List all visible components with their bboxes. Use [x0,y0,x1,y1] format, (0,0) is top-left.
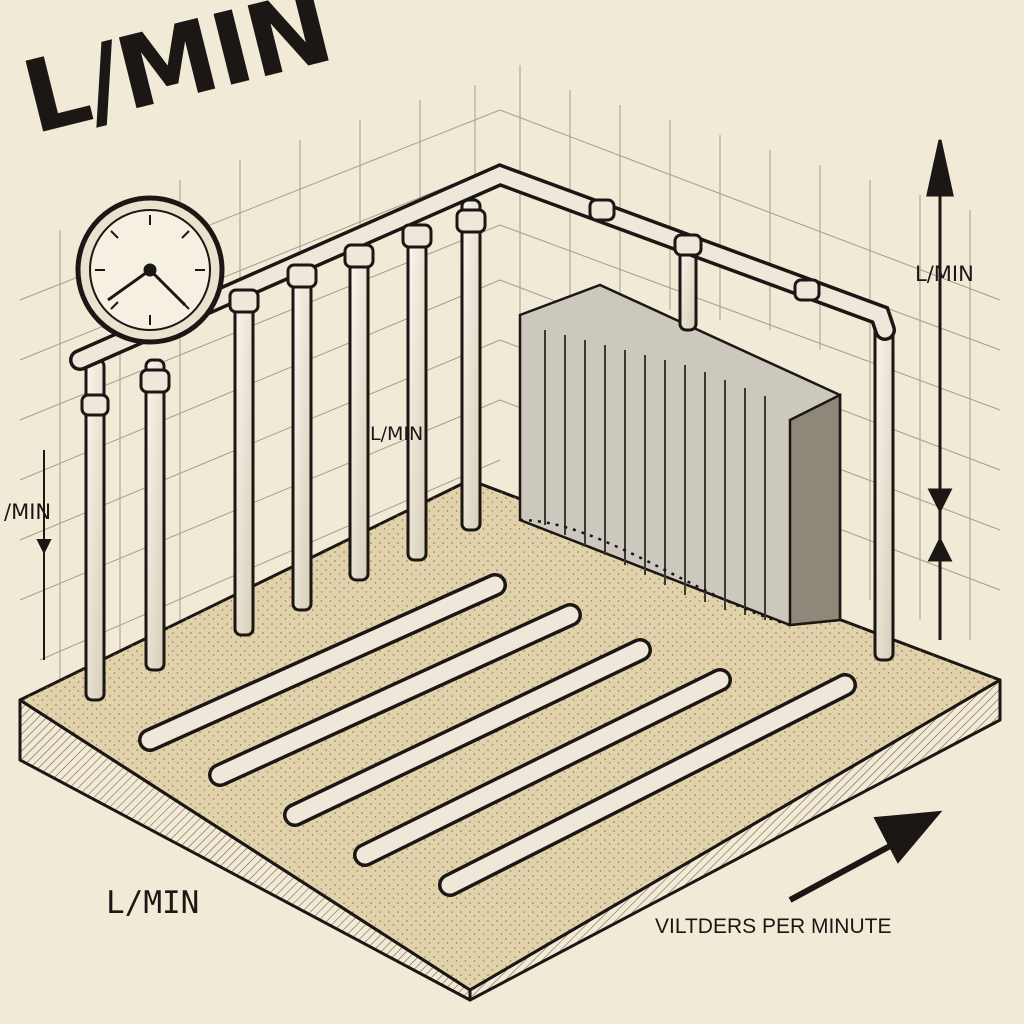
floor-pipes [138,573,857,897]
left-flow-label: /MIN [4,500,52,524]
gauge-icon [75,195,225,345]
arrow-up-icon [926,139,954,640]
manifold-pipe [69,163,896,417]
middle-flow-label: L/MIN [370,423,424,445]
bottom-flow-label: L/MIN [106,885,200,921]
arrow-diagonal-icon [788,810,943,903]
side-flow-label: L/MIN [915,262,974,286]
caption-label: VILTDERS PER MINUTE [655,915,892,938]
radiator [518,283,842,627]
vertical-pipes [84,198,895,702]
arrow-left-marker-icon [36,450,52,660]
